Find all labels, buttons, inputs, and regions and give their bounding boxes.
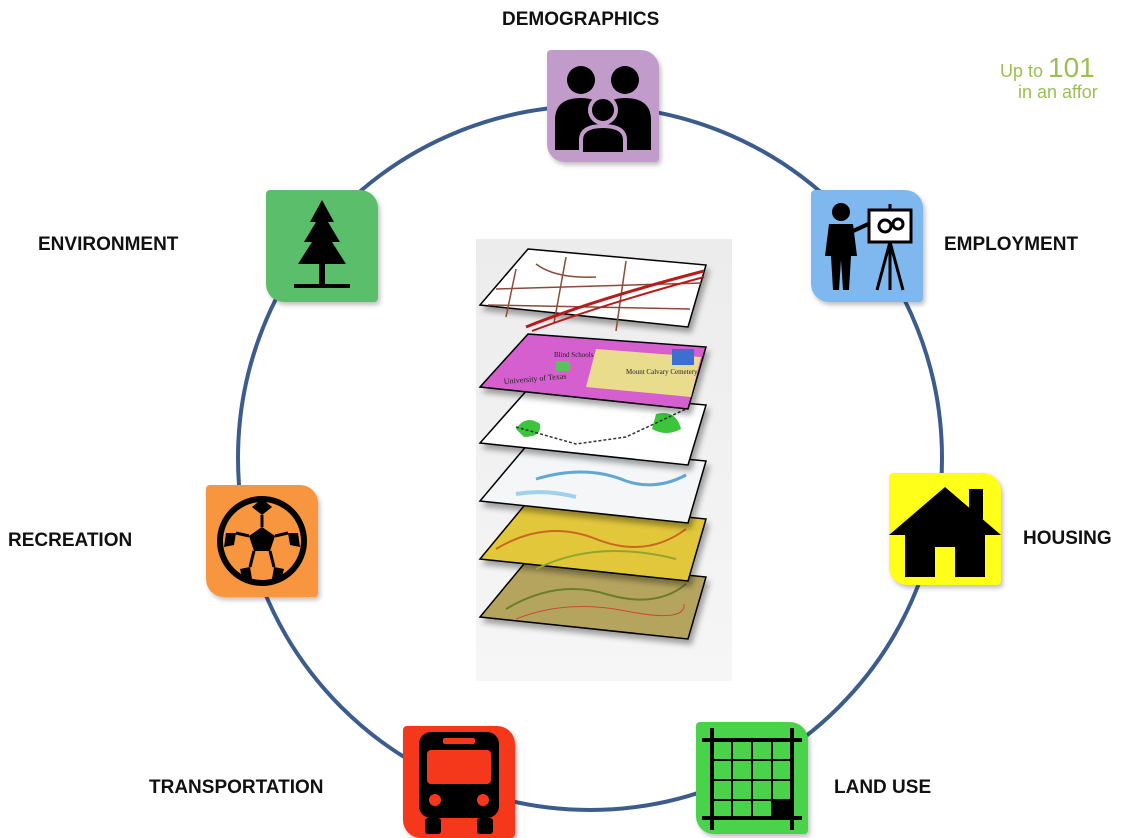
transportation-tile[interactable]: [403, 726, 515, 838]
recreation-tile[interactable]: [206, 485, 318, 597]
family-icon: [555, 66, 651, 156]
cropped-note-text: Up to 101 in an affor: [1000, 52, 1098, 102]
gis-map-layers-icon: University of Texas Mount Calvary Cemete…: [478, 248, 707, 640]
bus-icon: [419, 732, 499, 834]
employment-tile[interactable]: [811, 190, 923, 302]
land-use-tile[interactable]: [696, 722, 808, 834]
svg-text:Blind Schools: Blind Schools: [554, 351, 594, 359]
svg-text:Mount Calvary Cemetery: Mount Calvary Cemetery: [626, 368, 698, 376]
recreation-label: RECREATION: [8, 530, 133, 551]
gis-layers-image: University of Texas Mount Calvary Cemete…: [476, 239, 732, 681]
transportation-label: TRANSPORTATION: [149, 777, 324, 798]
land-use-label: LAND USE: [834, 777, 932, 798]
house-icon: [889, 487, 1001, 577]
employment-label: EMPLOYMENT: [944, 234, 1079, 255]
presenter-icon: [825, 203, 913, 291]
soccer-ball-icon: [217, 496, 307, 586]
environment-label: ENVIRONMENT: [38, 234, 179, 255]
housing-tile[interactable]: [889, 473, 1001, 585]
demographics-tile[interactable]: [547, 50, 659, 162]
housing-label: HOUSING: [1023, 528, 1112, 549]
grid-icon: [702, 728, 802, 830]
demographics-label: DEMOGRAPHICS: [502, 9, 660, 30]
environment-tile[interactable]: [266, 190, 378, 302]
tree-icon: [294, 200, 350, 288]
